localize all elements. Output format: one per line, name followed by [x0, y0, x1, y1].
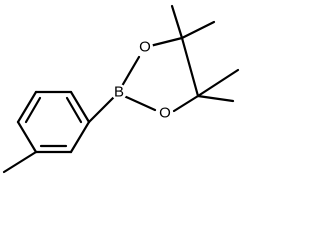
aryl-boron-bond [87, 95, 116, 124]
atom-oxygen-top: O [137, 39, 153, 56]
boron-oxygen-bottom-bond [122, 94, 157, 112]
atom-label-oxygen-top: O [139, 39, 151, 56]
methyl-bond [2, 150, 38, 174]
ring-bond-6 [16, 120, 38, 154]
oxygen-carbon-bottom-bond [172, 94, 200, 113]
chemical-structure-diagram: B O O [2, 4, 240, 174]
ring-double-bond-2 [65, 96, 83, 124]
methyl-top-1 [170, 4, 184, 40]
methyl-top-2 [180, 20, 216, 40]
boron-oxygen-top-bond [120, 55, 141, 88]
methyl-bottom-2 [196, 94, 235, 103]
oxygen-carbon-top-bond [148, 36, 184, 48]
atom-oxygen-bottom: O [157, 105, 173, 122]
ring-double-bond-3 [24, 96, 42, 124]
ring-bond-5 [16, 90, 38, 124]
ring-bond-3 [69, 90, 91, 124]
atom-label-boron: B [114, 84, 124, 101]
atom-boron: B [111, 84, 127, 101]
atom-label-oxygen-bottom: O [159, 105, 171, 122]
ring-bond-2 [69, 120, 91, 154]
methyl-bottom-1 [196, 68, 240, 98]
carbon-carbon-bond [180, 36, 200, 98]
